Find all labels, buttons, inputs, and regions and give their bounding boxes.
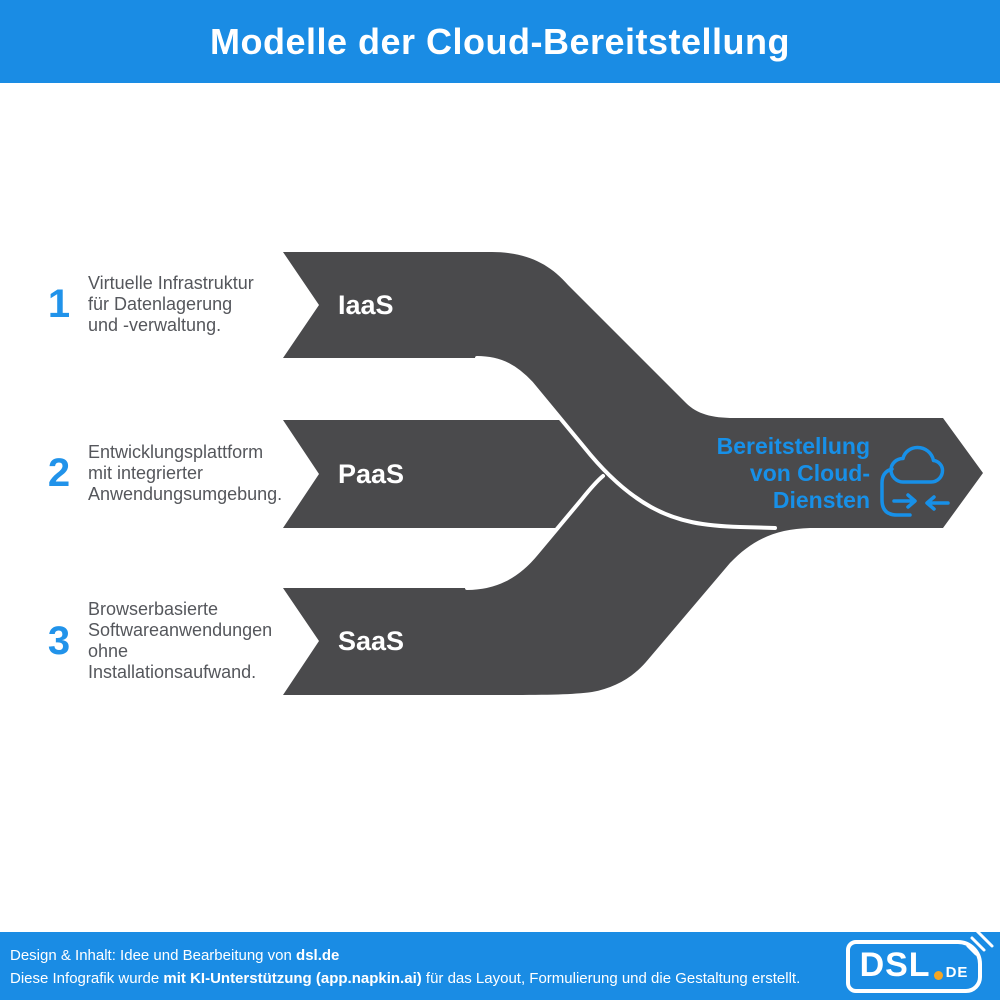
item-2-description: Entwicklungsplattform mit integrierter A… xyxy=(88,442,283,504)
logo-text: DSL xyxy=(859,945,931,984)
band-label-saas: SaaS xyxy=(338,626,405,656)
arrow-left xyxy=(925,495,950,511)
footer-bar: Design & Inhalt: Idee und Bearbeitung vo… xyxy=(0,928,1000,1000)
page-title: Modelle der Cloud-Bereitstellung xyxy=(209,20,791,62)
footer-credits: Design & Inhalt: Idee und Bearbeitung vo… xyxy=(10,944,800,990)
list-item-3: 3 Browserbasierte Softwareanwendungen oh… xyxy=(40,599,290,683)
footer-dsl-link: dsl.de xyxy=(296,947,340,964)
item-1-number: 1 xyxy=(47,282,71,326)
separator-iaas-line xyxy=(475,356,777,530)
list-item-2: 2 Entwicklungsplattform mit integrierter… xyxy=(40,442,290,505)
logo-dot xyxy=(933,971,943,980)
dsl-logo: DSL DE xyxy=(846,928,994,993)
band-label-iaas: IaaS xyxy=(338,290,394,320)
cloud-shape xyxy=(889,445,945,484)
band-label-paas: PaaS xyxy=(338,459,405,489)
arrow-right xyxy=(892,493,917,509)
footer-line-1: Design & Inhalt: Idee und Bearbeitung vo… xyxy=(10,947,340,964)
item-2-number: 2 xyxy=(47,451,71,495)
signal-waves-icon xyxy=(966,928,994,956)
header-bar: Modelle der Cloud-Bereitstellung xyxy=(0,0,1000,83)
item-3-description: Browserbasierte Softwareanwendungen ohne… xyxy=(88,599,273,682)
separator-saas-line xyxy=(465,474,605,590)
result-label: Bereitstellung von Cloud- Diensten xyxy=(716,433,870,513)
footer-napkin-link: mit KI-Unterstützung (app.napkin.ai) xyxy=(163,970,422,987)
cloud-sync-icon xyxy=(880,445,950,517)
logo-suffix: DE xyxy=(945,964,969,981)
list-item-1: 1 Virtuelle Infrastruktur für Datenlager… xyxy=(40,273,290,336)
footer-line-2: Diese Infografik wurde mit KI-Unterstütz… xyxy=(10,970,801,987)
cloud-outline xyxy=(880,467,912,517)
band-iaas-arrow-shape xyxy=(283,252,983,528)
item-1-description: Virtuelle Infrastruktur für Datenlagerun… xyxy=(88,273,254,335)
item-3-number: 3 xyxy=(47,618,71,663)
